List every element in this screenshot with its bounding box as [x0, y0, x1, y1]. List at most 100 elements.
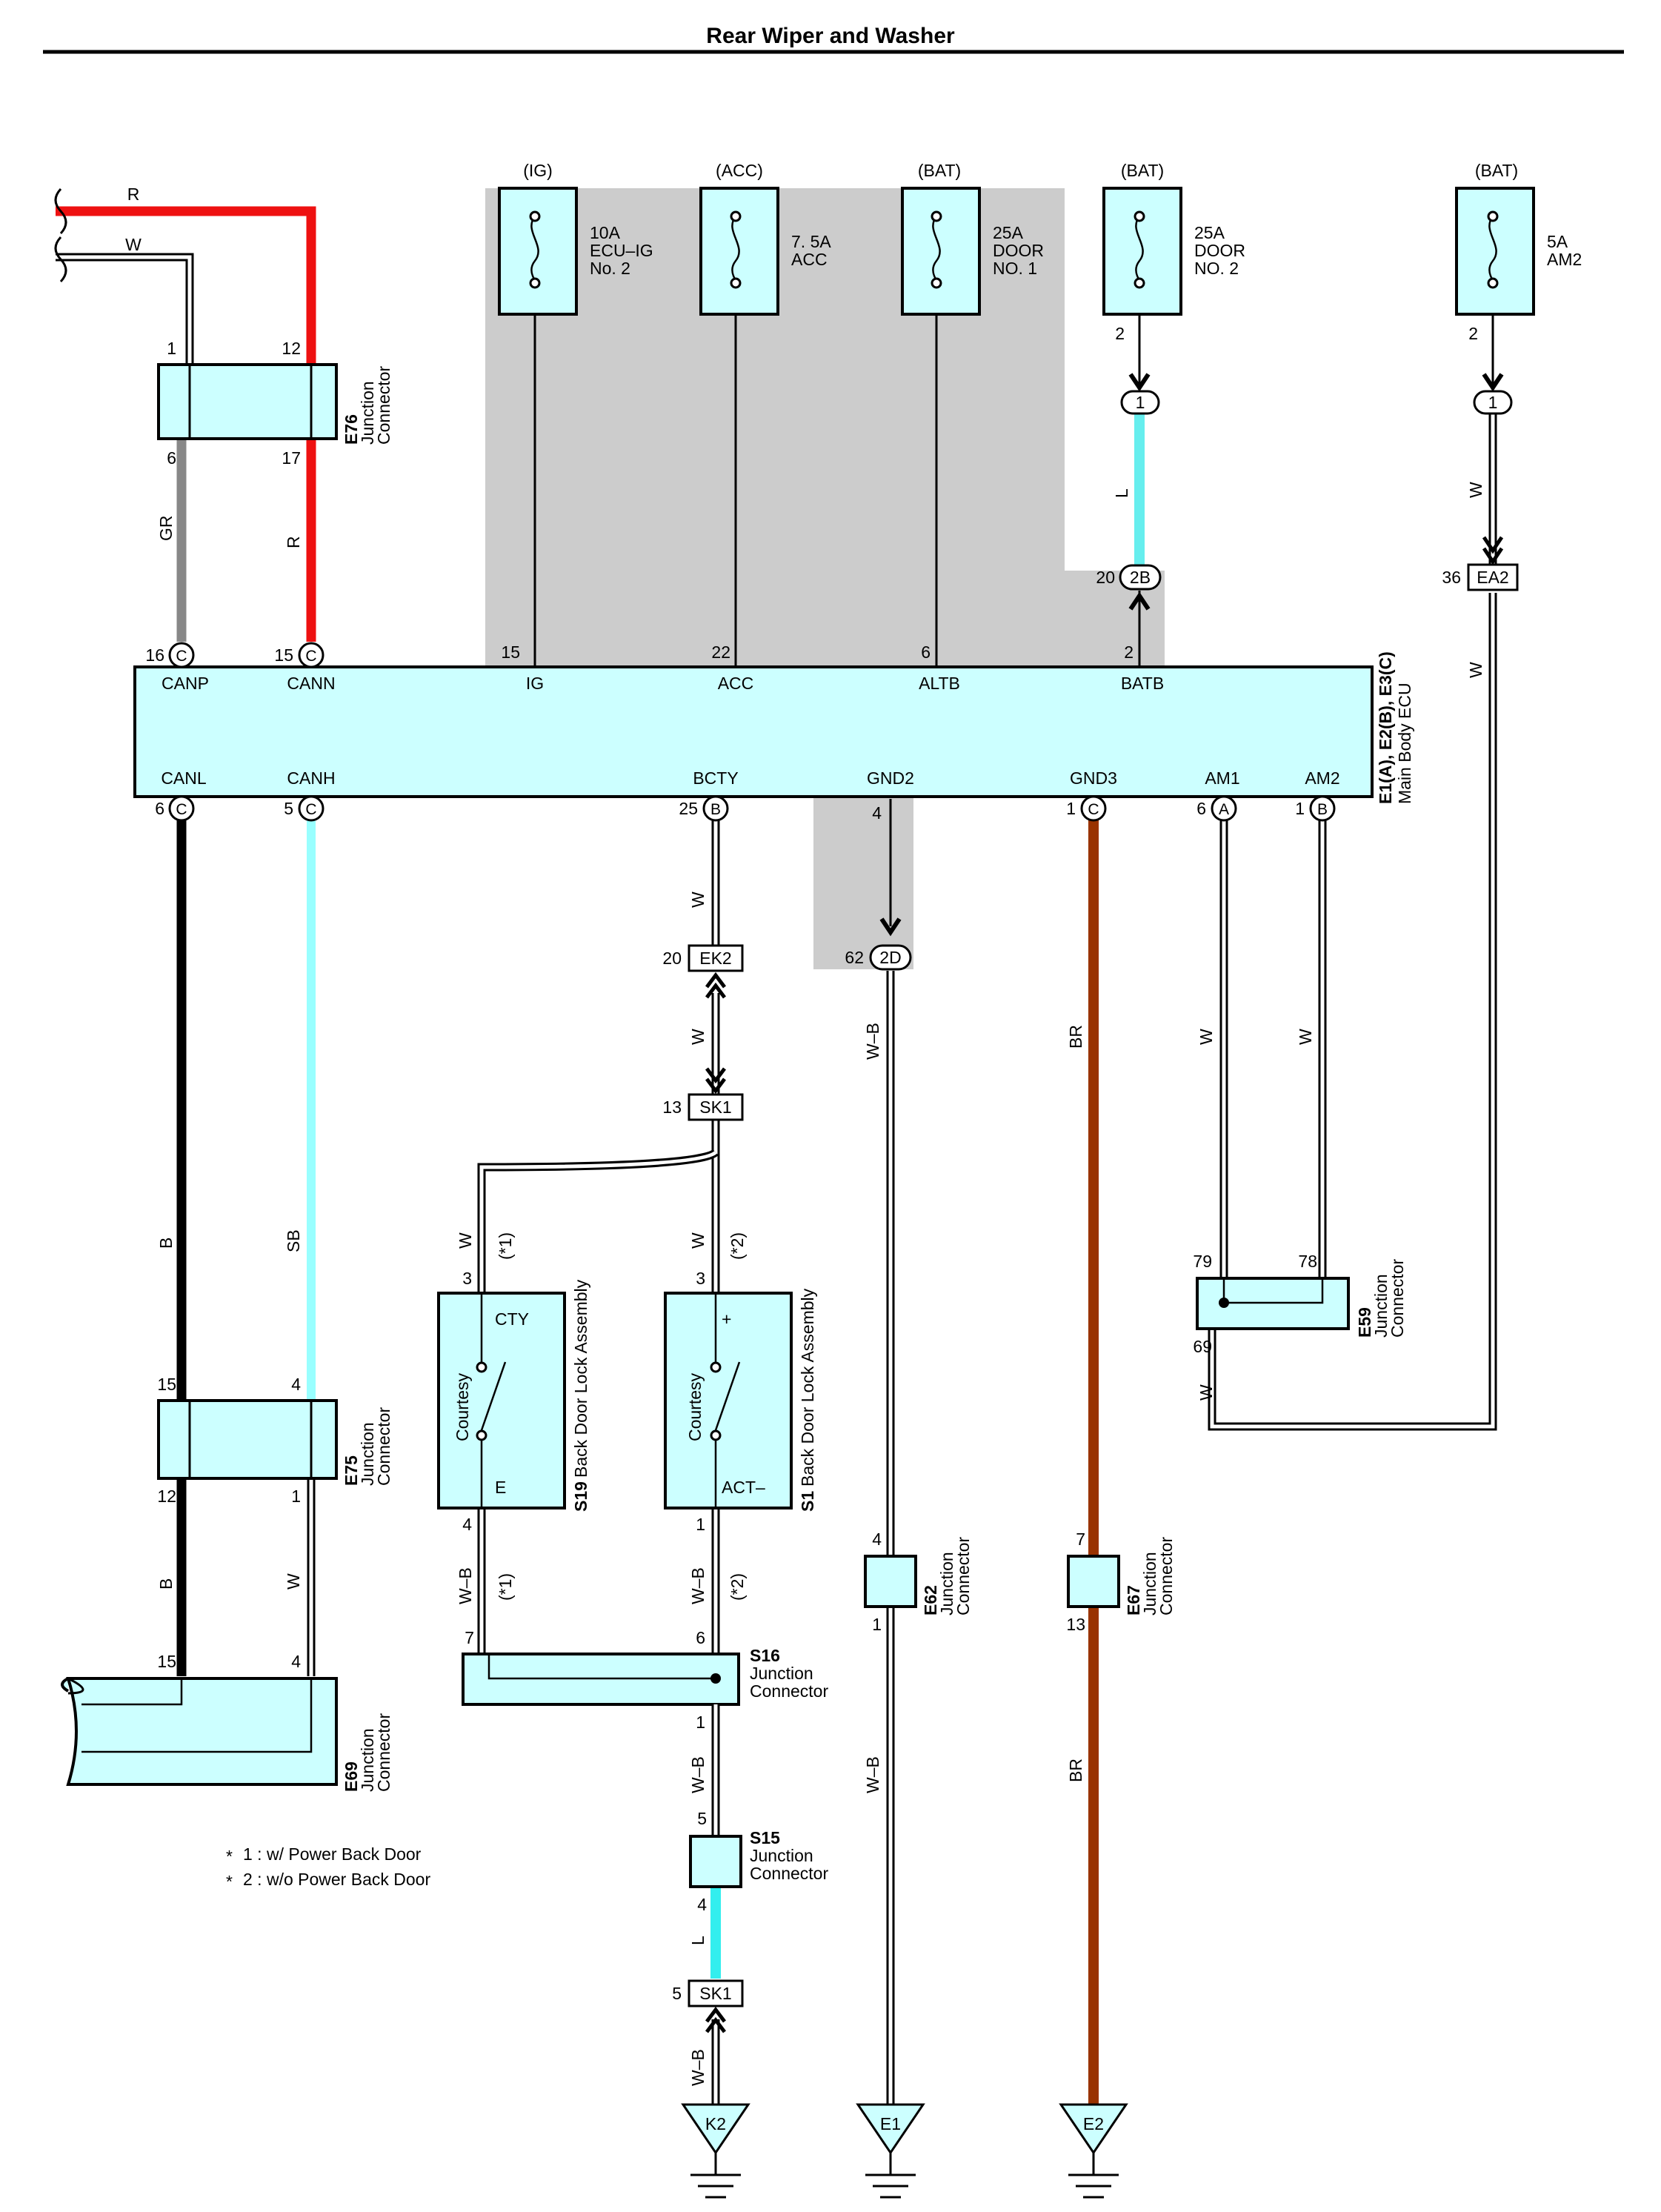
svg-text:E59: E59 — [1355, 1307, 1374, 1338]
svg-text:GND2: GND2 — [867, 768, 914, 788]
main-body-ecu: C 16 C 15 15 22 6 2 CANP CANN IG ACC ALT… — [133, 642, 1414, 823]
fuse-door-no1: (BAT) 25A DOOR NO. 1 — [901, 161, 1044, 316]
svg-text:ACC: ACC — [791, 250, 828, 269]
svg-text:Junction: Junction — [358, 1422, 377, 1486]
inline-connector-ek2: EK2 20 — [662, 944, 744, 999]
inline-connector-2b: 2B 20 — [1096, 564, 1162, 611]
svg-text:Connector: Connector — [750, 1864, 828, 1883]
inline-connector-sk1-upper: SK1 13 — [662, 1067, 744, 1121]
connector-e67: 7 13 E67 Junction Connector — [1066, 1530, 1176, 1634]
svg-text:2D: 2D — [879, 948, 901, 967]
svg-text:E76: E76 — [342, 414, 361, 445]
svg-text:E1(A), E2(B), E3(C): E1(A), E2(B), E3(C) — [1376, 651, 1395, 804]
svg-text:15: 15 — [157, 1652, 176, 1671]
svg-text:10A: 10A — [590, 223, 621, 242]
svg-text:1: 1 — [1066, 799, 1076, 818]
wire-r — [56, 206, 316, 372]
svg-text:25A: 25A — [1194, 223, 1225, 242]
wire-label: W–B — [456, 1567, 475, 1604]
fuse-ecu-ig-no2: (IG) 10A ECU–IG No. 2 — [498, 161, 653, 316]
svg-text:E69: E69 — [342, 1761, 361, 1792]
fuse-am2: (BAT) 5A AM2 2 — [1455, 161, 1582, 343]
variant-mark: (*1) — [496, 1232, 515, 1260]
svg-text:25: 25 — [679, 799, 698, 818]
svg-text:2B: 2B — [1130, 568, 1151, 587]
inline-connector-ea2: EA2 36 — [1442, 536, 1519, 591]
svg-text:1: 1 — [167, 339, 176, 358]
wire-label: W–B — [688, 1567, 708, 1604]
svg-text:ECU–IG: ECU–IG — [590, 241, 653, 260]
svg-text:2: 2 — [1468, 324, 1478, 343]
svg-text:17: 17 — [282, 448, 301, 468]
svg-text:1: 1 — [1295, 799, 1305, 818]
ground-k2: K2 — [681, 2103, 750, 2199]
svg-text:1: 1 — [1136, 393, 1145, 412]
svg-text:Back Door Lock Assembly: Back Door Lock Assembly — [571, 1279, 590, 1478]
wire-label: W — [1466, 662, 1485, 678]
svg-text:5A: 5A — [1547, 232, 1568, 251]
svg-text:ACT–: ACT– — [722, 1478, 765, 1497]
connector-s16: 7 6 1 S16 Junction Connector — [462, 1628, 828, 1732]
svg-text:No. 2: No. 2 — [590, 259, 630, 278]
svg-text:6: 6 — [1196, 799, 1206, 818]
svg-text:SK1: SK1 — [699, 1984, 731, 2003]
svg-text:6: 6 — [155, 799, 164, 818]
svg-text:1 : w/ Power Back Door: 1 : w/ Power Back Door — [243, 1844, 422, 1864]
svg-text:Junction: Junction — [937, 1552, 956, 1615]
svg-text:E75: E75 — [342, 1455, 361, 1486]
svg-text:1: 1 — [696, 1515, 705, 1534]
wire-label: W — [688, 891, 708, 908]
break-mark — [54, 187, 67, 283]
svg-text:Connector: Connector — [374, 1407, 393, 1486]
ground-e2: E2 — [1059, 2103, 1128, 2199]
svg-text:7. 5A: 7. 5A — [791, 232, 831, 251]
svg-text:6: 6 — [921, 642, 931, 662]
shaded-region-ecu-supply — [485, 188, 1165, 667]
svg-text:2: 2 — [1115, 324, 1125, 343]
svg-text:15: 15 — [274, 645, 293, 665]
svg-text:E62: E62 — [921, 1585, 940, 1615]
svg-text:22: 22 — [711, 642, 730, 662]
svg-text:4: 4 — [872, 803, 882, 823]
wire-label: W — [125, 235, 142, 254]
svg-text:12: 12 — [282, 339, 301, 358]
svg-text:E2: E2 — [1083, 2114, 1104, 2133]
svg-text:C: C — [176, 648, 187, 665]
svg-text:79: 79 — [1193, 1252, 1212, 1271]
inline-connector-1a: 1 — [1120, 373, 1160, 415]
svg-text:BATB: BATB — [1121, 674, 1164, 693]
svg-text:Courtesy: Courtesy — [685, 1372, 705, 1441]
connector-e76: 1 12 6 17 E76 Junction Connector — [157, 339, 393, 468]
svg-text:DOOR: DOOR — [993, 241, 1044, 260]
svg-text:EK2: EK2 — [699, 949, 731, 968]
shaded-region-gnd2 — [813, 791, 913, 969]
wire-label: L — [688, 1936, 708, 1945]
fuse-door-no2: (BAT) 25A DOOR NO. 2 2 — [1102, 161, 1245, 343]
svg-text:+: + — [722, 1309, 731, 1329]
variant-mark: (*2) — [728, 1573, 747, 1601]
variant-mark: (*1) — [496, 1573, 515, 1601]
svg-text:13: 13 — [1066, 1615, 1085, 1634]
connector-e69: 15 4 E69 Junction Connector — [61, 1652, 393, 1792]
svg-text:1: 1 — [872, 1615, 882, 1634]
svg-text:C: C — [1088, 801, 1099, 818]
svg-text:CANN: CANN — [287, 674, 335, 693]
svg-text:Connector: Connector — [1388, 1259, 1407, 1338]
wire-label: SB — [284, 1229, 303, 1252]
wire-label: W — [688, 1029, 708, 1045]
svg-text:36: 36 — [1442, 568, 1461, 587]
wire-label: BR — [1066, 1758, 1085, 1782]
wire-label: W — [456, 1232, 475, 1249]
wire-label: W — [1296, 1029, 1315, 1045]
connector-s15: 5 4 S15 Junction Connector — [689, 1809, 828, 1914]
svg-text:*: * — [226, 1872, 233, 1891]
ground-e1: E1 — [856, 2103, 925, 2199]
svg-text:Main Body ECU: Main Body ECU — [1395, 682, 1414, 804]
svg-text:E1: E1 — [880, 2114, 901, 2133]
svg-text:CANH: CANH — [287, 768, 335, 788]
svg-text:IG: IG — [526, 674, 544, 693]
svg-text:Junction: Junction — [358, 1728, 377, 1792]
svg-text:C: C — [305, 801, 316, 818]
svg-text:Connector: Connector — [953, 1537, 973, 1615]
svg-text:Back Door Lock Assembly: Back Door Lock Assembly — [798, 1288, 817, 1487]
